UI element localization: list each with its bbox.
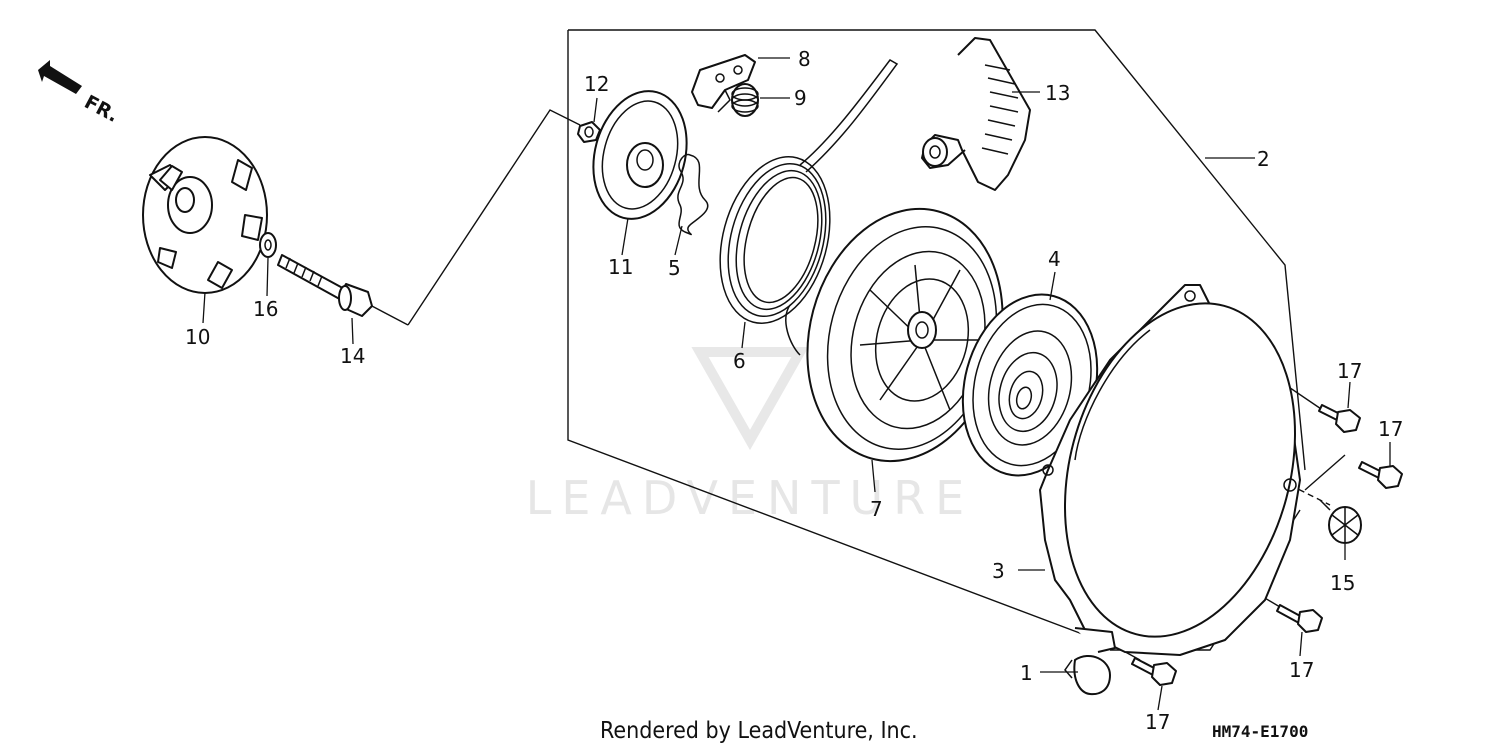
part-3-starter-case: [1039, 284, 1301, 656]
fr-label: FR.: [81, 91, 122, 127]
callout-11: 11: [608, 255, 633, 279]
part-15-cap: [1319, 499, 1362, 544]
callout-leaders: [202, 57, 1391, 711]
callout-16: 16: [253, 297, 278, 321]
callout-15: 15: [1330, 571, 1355, 595]
watermark: LEADVENTURE: [526, 347, 975, 525]
callout-17-a: 17: [1337, 359, 1362, 383]
callout-3: 3: [992, 559, 1005, 583]
callout-17-d: 17: [1145, 710, 1170, 734]
callout-7: 7: [870, 497, 883, 521]
rendered-by-footer: Rendered by LeadVenture, Inc.: [600, 718, 918, 744]
part-11-friction-plate: [592, 90, 688, 220]
part-7-reel: [806, 207, 1004, 463]
front-direction-arrow: FR.: [38, 60, 122, 127]
callout-17-b: 17: [1378, 417, 1403, 441]
part-5-spring-clip: [677, 153, 709, 236]
callout-10: 10: [185, 325, 210, 349]
callout-1: 1: [1020, 661, 1033, 685]
part-12-nut: [577, 121, 601, 143]
callout-9: 9: [794, 86, 807, 110]
part-8-ratchet: [691, 54, 756, 113]
callout-17-c: 17: [1289, 658, 1314, 682]
part-16-washer: [259, 232, 277, 258]
part-13-starter-grip: [921, 37, 1031, 191]
watermark-text: LEADVENTURE: [526, 471, 975, 525]
callout-2: 2: [1257, 147, 1270, 171]
part-17-bolt-a: [1318, 404, 1361, 433]
part-17-bolt-b: [1358, 461, 1403, 489]
callout-12: 12: [584, 72, 609, 96]
part-1-case-guide: [1064, 655, 1111, 696]
diagram-code: HM74-E1700: [1212, 722, 1309, 741]
callout-5: 5: [668, 256, 681, 280]
callout-4: 4: [1048, 247, 1061, 271]
callout-14: 14: [340, 344, 365, 368]
part-17-bolt-c: [1276, 604, 1323, 633]
part-10-starter-pulley: [142, 136, 268, 294]
callout-numbers: 1 2 3 4 5 6 7 8 9 10 11 12 13 14 15 16 1…: [185, 47, 1403, 734]
part-14-flange-bolt: [277, 254, 373, 317]
callout-6: 6: [733, 349, 746, 373]
part-17-bolt-d: [1131, 657, 1177, 686]
callout-8: 8: [798, 47, 811, 71]
part-9-ratchet-spring: [731, 83, 759, 117]
callout-13: 13: [1045, 81, 1070, 105]
part-6-starter-rope: [719, 59, 899, 356]
